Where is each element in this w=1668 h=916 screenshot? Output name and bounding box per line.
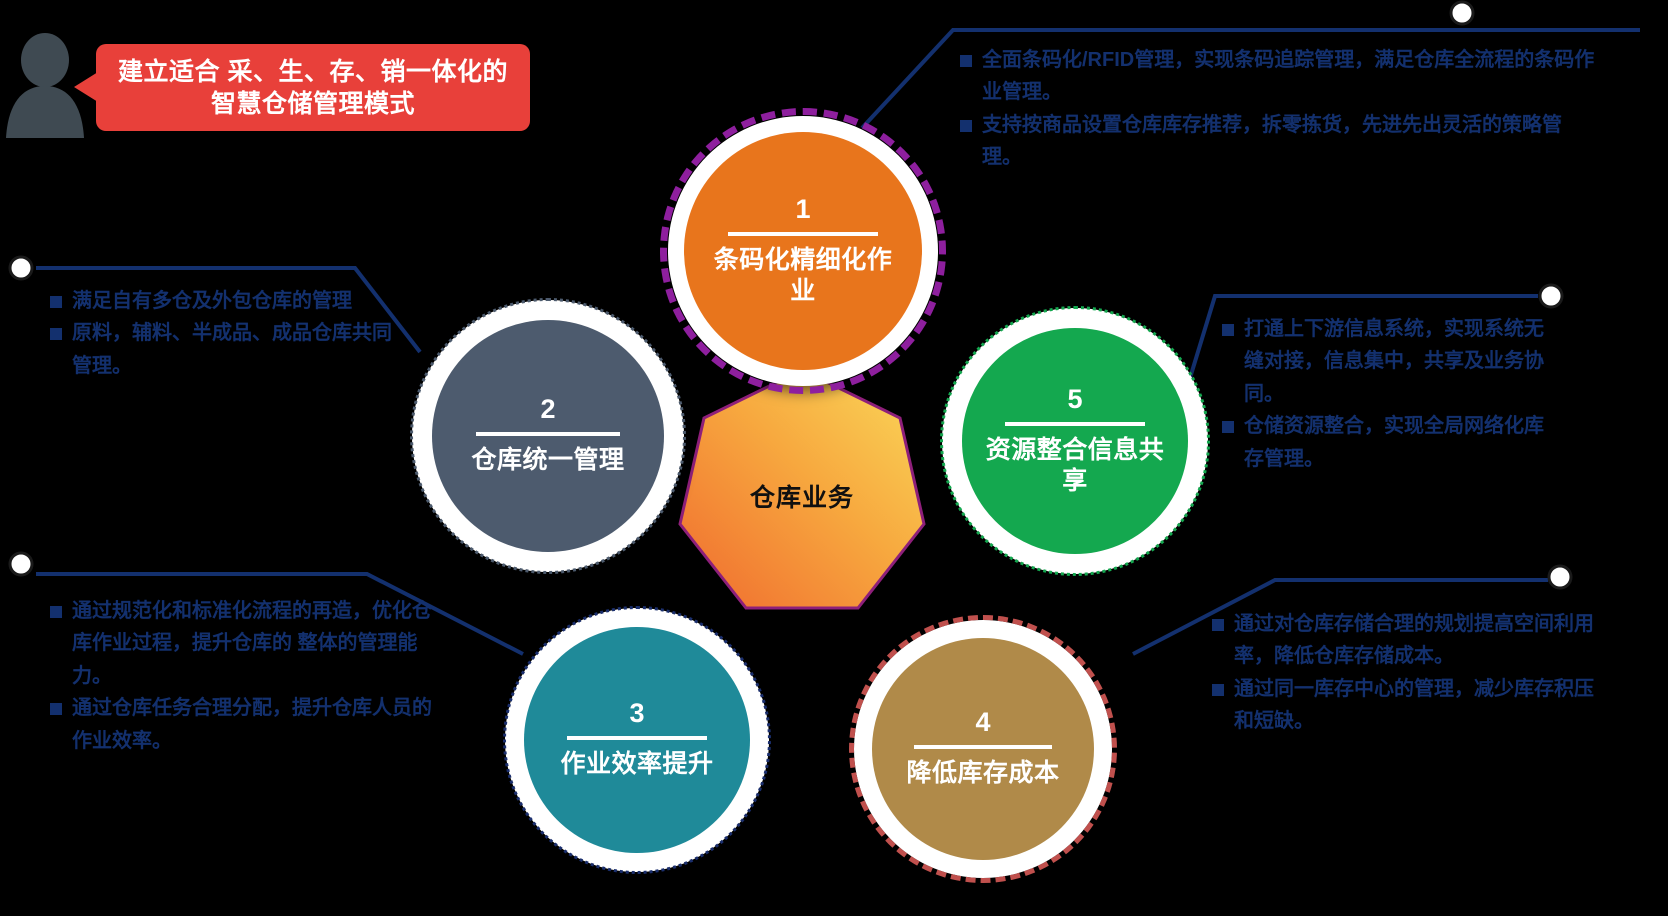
endpoint-dot-left-bottom	[8, 551, 34, 577]
bullet-item: 原料，辅料、半成品、成品仓库共同管理。	[50, 317, 410, 382]
callout-right-middle: 打通上下游信息系统，实现系统无缝对接，信息集中，共享及业务协同。 仓储资源整合，…	[1222, 313, 1558, 475]
node-3-rule	[566, 736, 708, 741]
headline-text: 建立适合 采、生、存、销一体化的 智慧仓储管理模式	[118, 57, 508, 118]
callout-right-bottom: 通过对仓库存储合理的规划提高空间利用率，降低仓库存储成本。 通过同一库存中心的管…	[1212, 608, 1596, 738]
bullet-text: 全面条码化/RFID管理，实现条码追踪管理，满足仓库全流程的条码作业管理。	[982, 49, 1595, 104]
connector-right-middle	[1188, 294, 1538, 379]
node-5-ring	[940, 306, 1210, 576]
bullet-square-icon	[960, 55, 972, 67]
endpoint-dot-left-middle	[8, 255, 34, 281]
bullet-square-icon	[1212, 619, 1224, 631]
person-icon	[6, 33, 84, 138]
bullet-item: 全面条码化/RFID管理，实现条码追踪管理，满足仓库全流程的条码作业管理。	[960, 44, 1600, 109]
bullet-text: 通过同一库存中心的管理，减少库存积压和短缺。	[1234, 677, 1594, 733]
bullet-item: 打通上下游信息系统，实现系统无缝对接，信息集中，共享及业务协同。	[1222, 313, 1558, 410]
node-5[interactable]: 5 资源整合信息共享	[962, 328, 1188, 554]
node-3[interactable]: 3 作业效率提升	[524, 627, 750, 853]
bullet-text: 支持按商品设置仓库库存推荐，拆零拣货，先进先出灵活的策略管理。	[982, 113, 1562, 169]
callout-top-right: 全面条码化/RFID管理，实现条码追踪管理，满足仓库全流程的条码作业管理。 支持…	[960, 44, 1600, 174]
connector-left-bottom	[36, 572, 524, 656]
connector-left-middle	[36, 266, 422, 354]
bullet-item: 通过规范化和标准化流程的再造，优化仓库作业过程，提升仓库的 整体的管理能力。	[50, 595, 440, 692]
node-4-number: 4	[975, 707, 991, 738]
headline-callout: 建立适合 采、生、存、销一体化的 智慧仓储管理模式	[96, 44, 530, 131]
endpoint-dot-right-middle	[1538, 283, 1564, 309]
callout-left-bottom: 通过规范化和标准化流程的再造，优化仓库作业过程，提升仓库的 整体的管理能力。 通…	[50, 595, 440, 757]
connector-top-right	[860, 28, 1640, 130]
connector-right-bottom	[1132, 578, 1548, 656]
bullet-item: 通过仓库任务合理分配，提升仓库人员的作业效率。	[50, 692, 440, 757]
bullet-text: 通过仓库任务合理分配，提升仓库人员的作业效率。	[72, 697, 432, 752]
node-5-number: 5	[1067, 384, 1083, 414]
node-1-rule	[728, 232, 878, 236]
node-4-rule	[914, 745, 1052, 750]
node-2-number: 2	[540, 394, 556, 425]
node-1-title: 条码化精细化作业	[713, 246, 893, 305]
bullet-square-icon	[50, 328, 62, 341]
bullet-text: 通过对仓库存储合理的规划提高空间利用率，降低仓库存储成本。	[1234, 613, 1594, 668]
bullet-item: 通过对仓库存储合理的规划提高空间利用率，降低仓库存储成本。	[1212, 608, 1596, 673]
endpoint-dot-top-right	[1449, 0, 1475, 26]
node-4-title: 降低库存成本	[906, 759, 1060, 788]
bullet-item: 满足自有多仓及外包仓库的管理	[50, 285, 410, 317]
bullet-text: 原料，辅料、半成品、成品仓库共同管理。	[72, 322, 392, 377]
node-3-title: 作业效率提升	[560, 750, 714, 779]
bullet-text: 满足自有多仓及外包仓库的管理	[72, 290, 352, 312]
callout-tail	[74, 72, 98, 102]
bullet-item: 通过同一库存中心的管理，减少库存积压和短缺。	[1212, 673, 1596, 738]
bullet-item: 支持按商品设置仓库库存推荐，拆零拣货，先进先出灵活的策略管理。	[960, 109, 1600, 174]
node-2-title: 仓库统一管理	[471, 446, 625, 475]
node-4-ring	[849, 615, 1117, 883]
bullet-square-icon	[50, 296, 62, 308]
node-3-number: 3	[629, 698, 645, 729]
callout-left-middle: 满足自有多仓及外包仓库的管理 原料，辅料、半成品、成品仓库共同管理。	[50, 285, 410, 382]
node-5-title: 资源整合信息共享	[985, 436, 1165, 495]
bullet-text: 打通上下游信息系统，实现系统无缝对接，信息集中，共享及业务协同。	[1244, 318, 1544, 405]
node-2[interactable]: 2 仓库统一管理	[432, 320, 664, 552]
node-1-number: 1	[795, 194, 811, 224]
node-5-rule	[1004, 422, 1146, 426]
bullet-square-icon	[50, 606, 62, 618]
bullet-square-icon	[50, 703, 62, 716]
endpoint-dot-right-bottom	[1547, 564, 1573, 590]
node-1-ring	[660, 108, 946, 394]
center-heptagon	[678, 368, 926, 610]
node-3-ring	[503, 606, 771, 874]
bullet-item: 仓储资源整合，实现全局网络化库存管理。	[1222, 410, 1558, 475]
bullet-text: 仓储资源整合，实现全局网络化库存管理。	[1244, 415, 1544, 470]
bullet-square-icon	[1212, 683, 1224, 696]
bullet-text: 通过规范化和标准化流程的再造，优化仓库作业过程，提升仓库的 整体的管理能力。	[72, 600, 432, 687]
bullet-square-icon	[960, 119, 972, 132]
bullet-square-icon	[1222, 324, 1234, 336]
node-2-rule	[475, 432, 621, 437]
bullet-square-icon	[1222, 421, 1234, 434]
node-2-ring	[410, 298, 686, 574]
node-1[interactable]: 1 条码化精细化作业	[684, 132, 922, 370]
node-4[interactable]: 4 降低库存成本	[872, 638, 1094, 860]
